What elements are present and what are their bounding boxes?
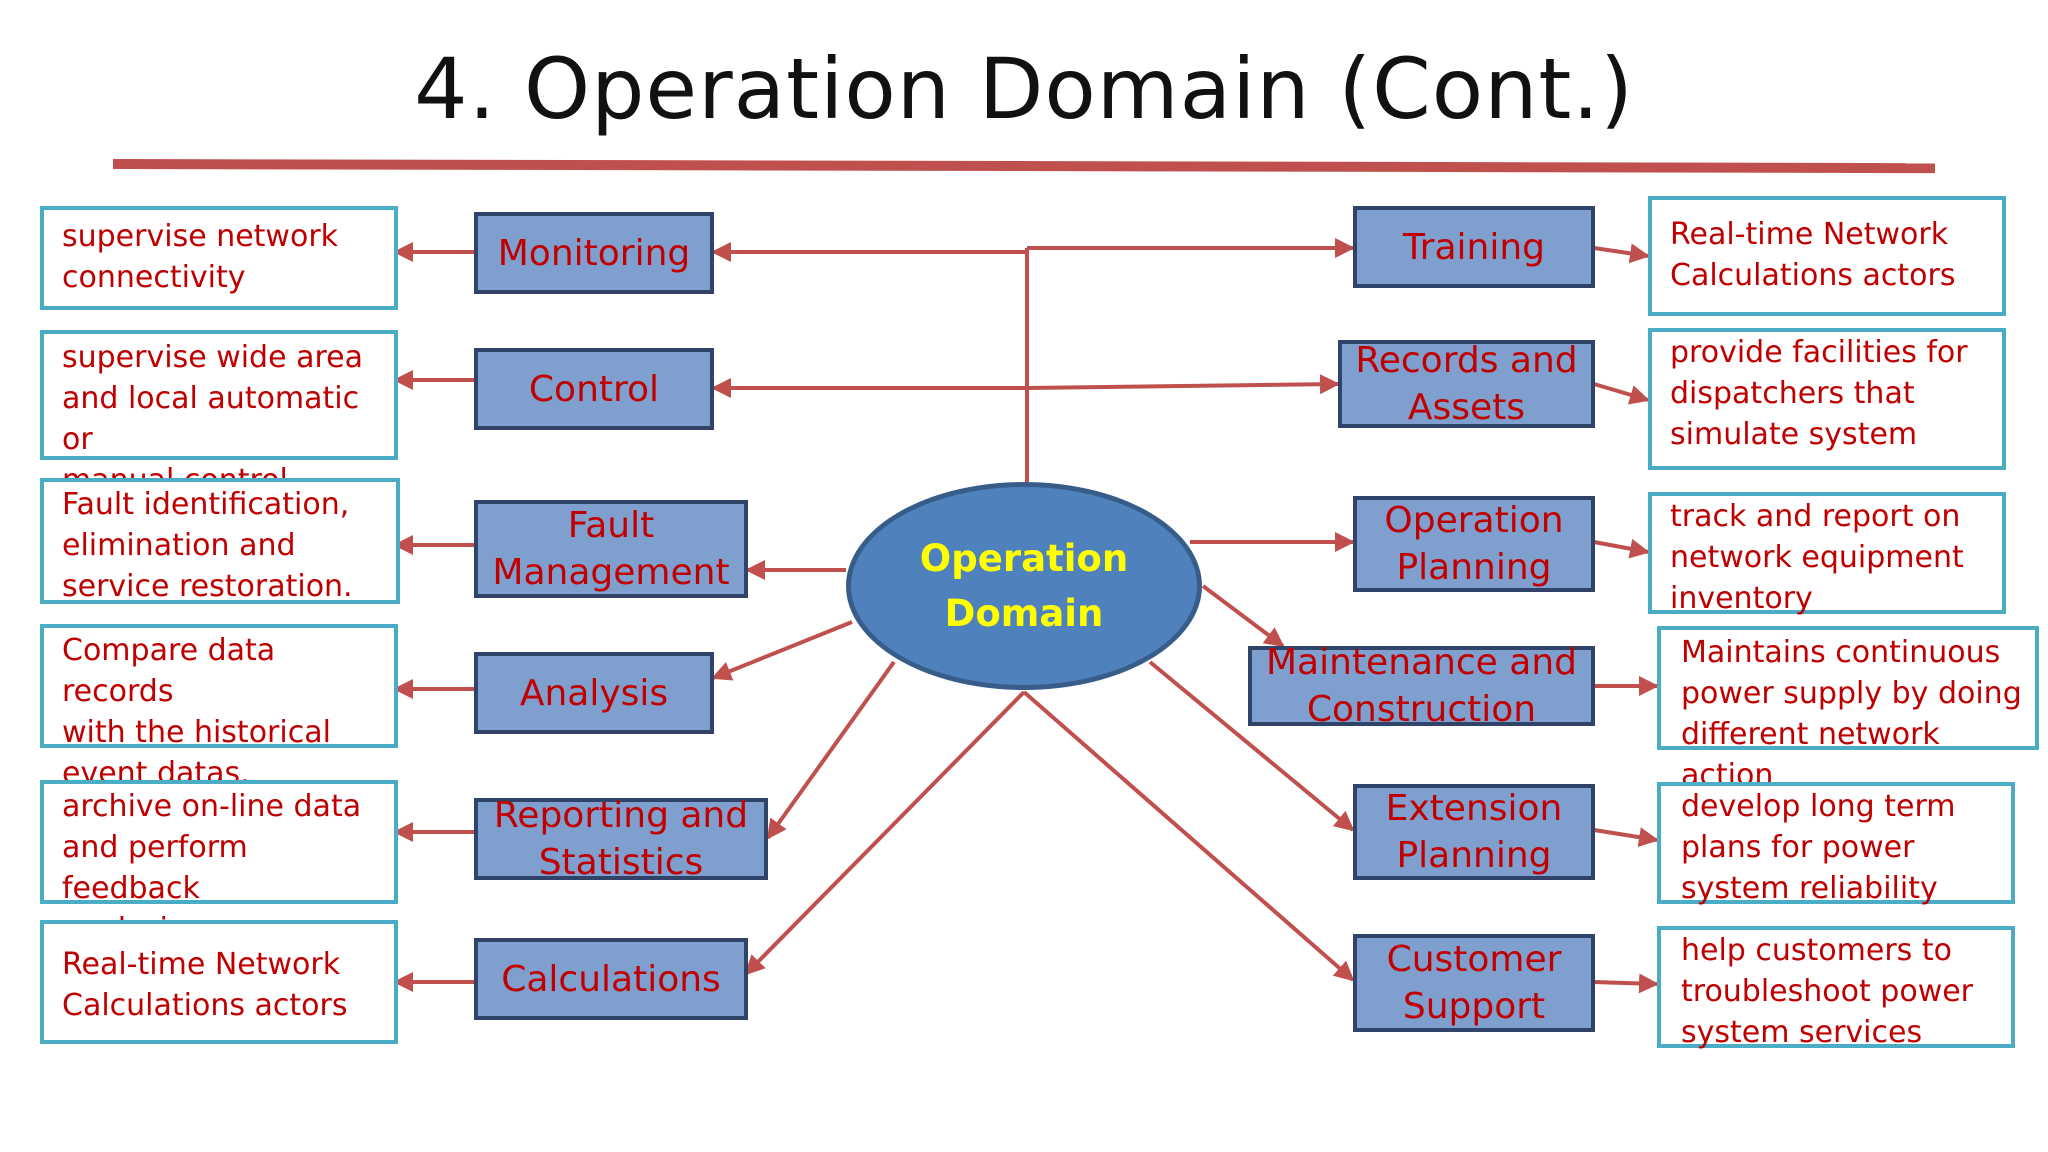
function-training: Training	[1353, 206, 1595, 288]
connector-hub-extension	[1148, 660, 1355, 832]
desc-records-assets: provide facilities for dispatchers that …	[1648, 328, 2006, 470]
desc-maintenance-construction: Maintains continuous power supply by doi…	[1657, 626, 2039, 793]
function-control: Control	[474, 348, 714, 430]
connector-extension-desc	[1593, 827, 1659, 848]
connector-hub-calculations	[744, 690, 1026, 976]
hub-label: Operation Domain	[919, 537, 1129, 635]
desc-operation-planning: track and report on network equipment in…	[1648, 492, 2006, 616]
desc-fault-management: Fault identification, elimination and se…	[40, 478, 400, 604]
desc-training: Real-time Network Calculations actors	[1648, 196, 2006, 316]
function-customer-support: Customer Support	[1353, 934, 1595, 1032]
function-maintenance-construction: Maintenance and Construction	[1248, 642, 1595, 730]
desc-customer-support: help customers to troubleshoot power sys…	[1657, 926, 2015, 1050]
slide-title: 4. Operation Domain (Cont.)	[414, 40, 1634, 138]
desc-reporting-statistics: archive on-line data and perform feedbac…	[40, 780, 398, 947]
connector-hub-analysis	[711, 620, 853, 681]
function-fault-management: Fault Management	[474, 500, 748, 598]
connector-hub-customer	[1022, 690, 1355, 982]
connector-records-desc	[1593, 382, 1650, 405]
connector-training-desc	[1593, 243, 1650, 264]
desc-extension-planning: develop long term plans for power system…	[1657, 782, 2015, 906]
connector-customer-desc	[1593, 973, 1659, 994]
function-operation-planning: Operation Planning	[1353, 496, 1595, 592]
function-records-assets: Records and Assets	[1338, 340, 1595, 428]
connector-hub-records	[1026, 374, 1340, 395]
desc-control: supervise wide area and local automatic …	[40, 330, 398, 498]
connector-hub-maintenance	[1201, 584, 1285, 648]
desc-monitoring: supervise network connectivity	[40, 206, 398, 310]
desc-analysis: Compare data records with the historical…	[40, 624, 398, 791]
function-monitoring: Monitoring	[474, 212, 714, 294]
function-calculations: Calculations	[474, 938, 748, 1020]
operation-domain-hub: Operation Domain	[846, 482, 1202, 690]
function-extension-planning: Extension Planning	[1353, 784, 1595, 880]
desc-calculations: Real-time Network Calculations actors	[40, 920, 398, 1044]
connector-hub-reporting	[766, 660, 896, 840]
function-analysis: Analysis	[474, 652, 714, 734]
function-reporting-statistics: Reporting and Statistics	[474, 795, 768, 883]
connector-operation-planning-desc	[1593, 538, 1650, 559]
